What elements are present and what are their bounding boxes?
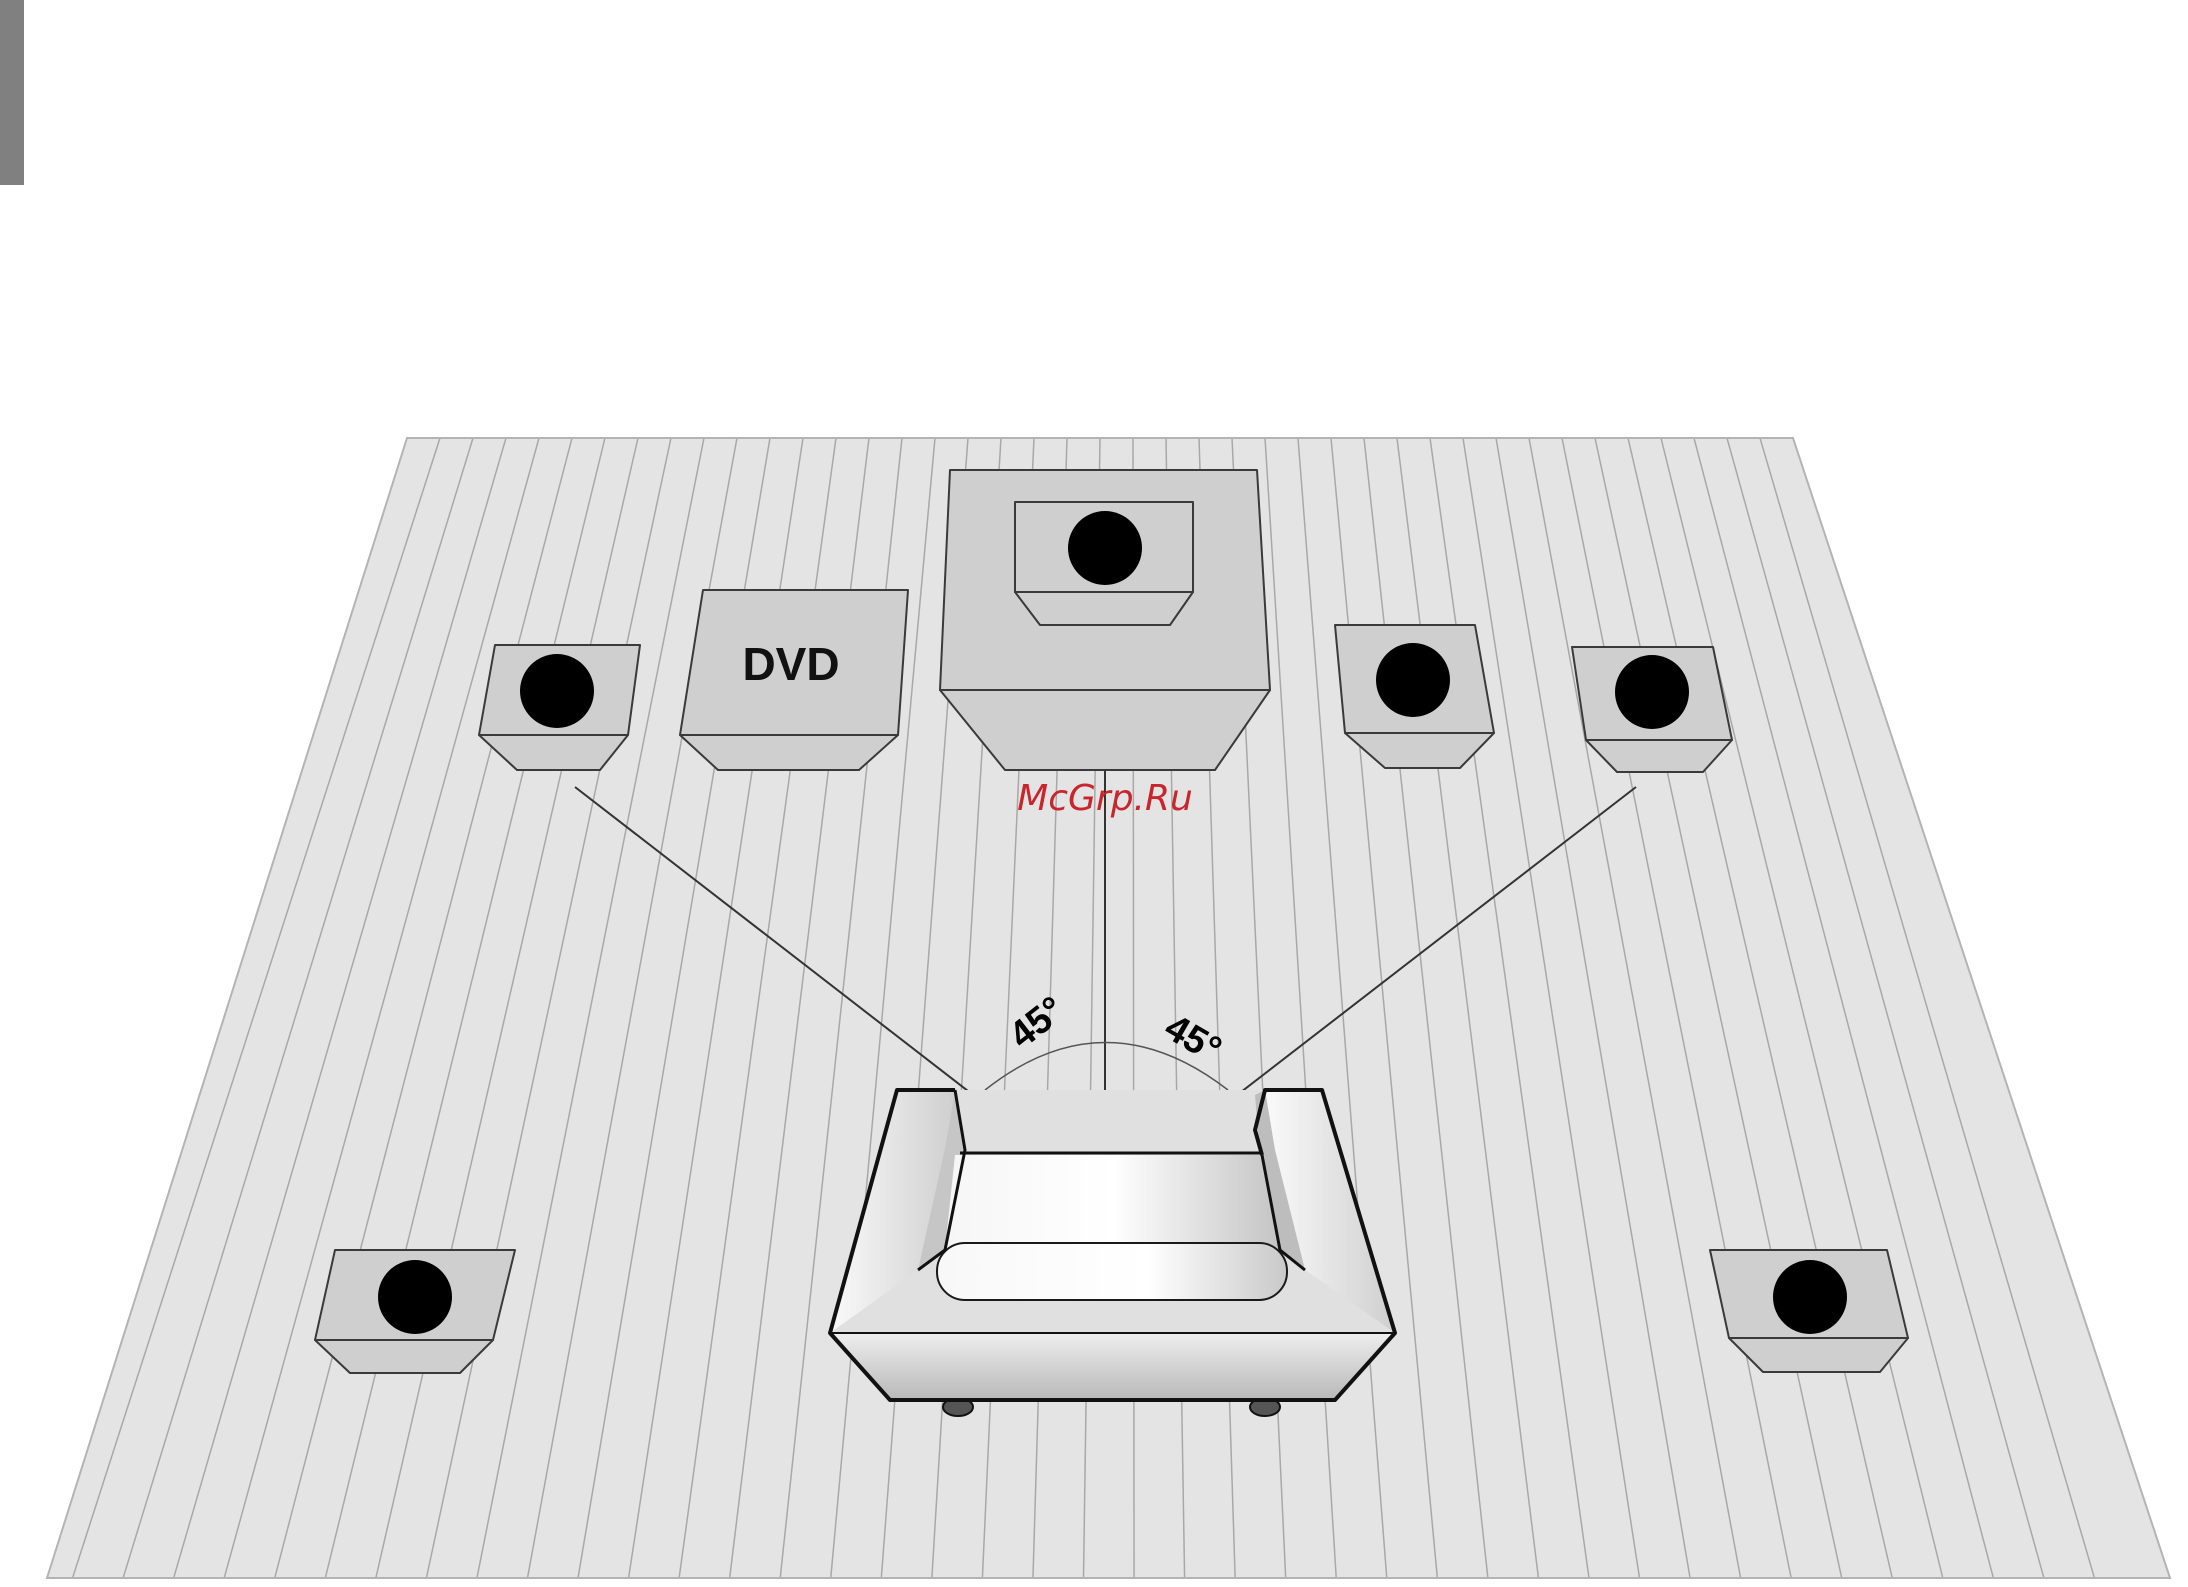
woofer — [1615, 655, 1689, 729]
dvd-label: DVD — [742, 638, 839, 690]
subwoofer-icon — [940, 470, 1270, 770]
woofer — [1773, 1260, 1847, 1334]
speaker-icon — [479, 645, 640, 770]
dvd-player-icon: DVD — [680, 590, 908, 770]
woofer — [520, 654, 594, 728]
sofa-cushion — [937, 1243, 1287, 1300]
watermark: McGrp.Ru — [1017, 778, 1193, 819]
sofa-icon — [830, 1090, 1395, 1416]
woofer — [1376, 643, 1450, 717]
sofa-base — [830, 1333, 1395, 1400]
sofa-seat — [945, 1155, 1280, 1250]
woofer — [1068, 511, 1142, 585]
woofer — [378, 1260, 452, 1334]
